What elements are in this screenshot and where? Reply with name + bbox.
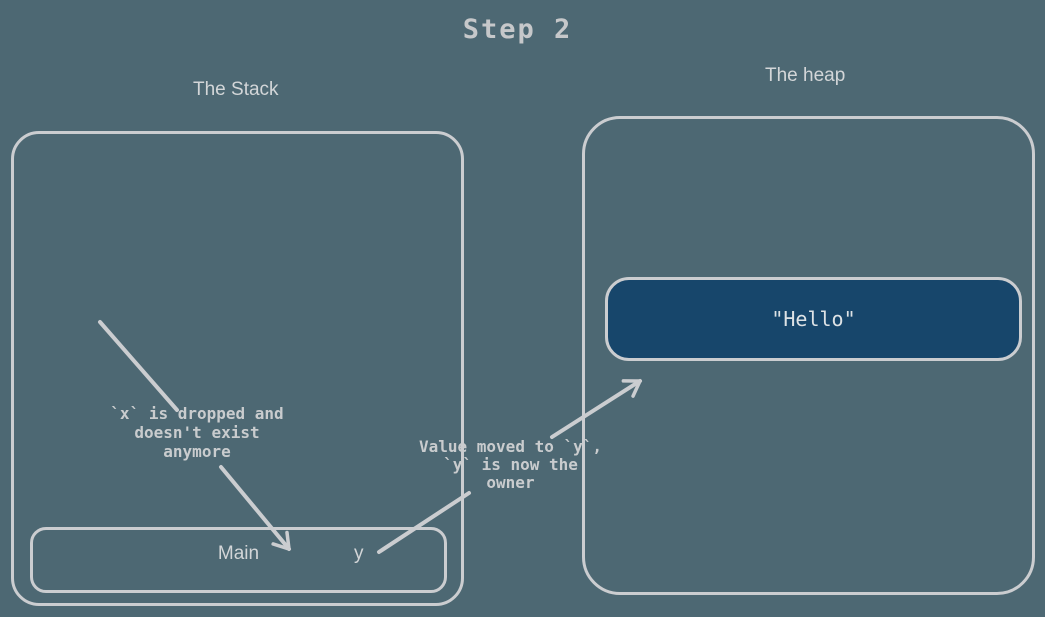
annotation-value-moved-line1: Value moved to `y`, — [418, 437, 603, 456]
diagram-title: Step 2 — [462, 14, 573, 45]
main-stack-frame: Main y — [30, 527, 447, 593]
annotation-x-dropped: `x` is dropped and doesn't exist anymore — [98, 404, 296, 461]
annotation-x-dropped-line1: `x` is dropped and — [110, 404, 284, 423]
heap-value-box: "Hello" — [605, 277, 1022, 361]
main-frame-label: Main — [217, 543, 260, 564]
heap-container — [582, 116, 1035, 595]
annotation-value-moved: Value moved to `y`, `y` is now the owner — [413, 438, 608, 492]
heap-value-text: "Hello" — [771, 307, 856, 331]
annotation-x-dropped-line2: doesn't exist — [134, 423, 260, 442]
variable-y-label: y — [354, 543, 364, 564]
heap-label: The heap — [765, 65, 846, 86]
annotation-value-moved-line2: `y` is now the — [443, 455, 578, 474]
annotation-value-moved-line3: owner — [486, 473, 535, 492]
stack-label: The Stack — [193, 79, 279, 100]
stack-container — [11, 131, 464, 606]
annotation-x-dropped-line3: anymore — [163, 442, 231, 461]
